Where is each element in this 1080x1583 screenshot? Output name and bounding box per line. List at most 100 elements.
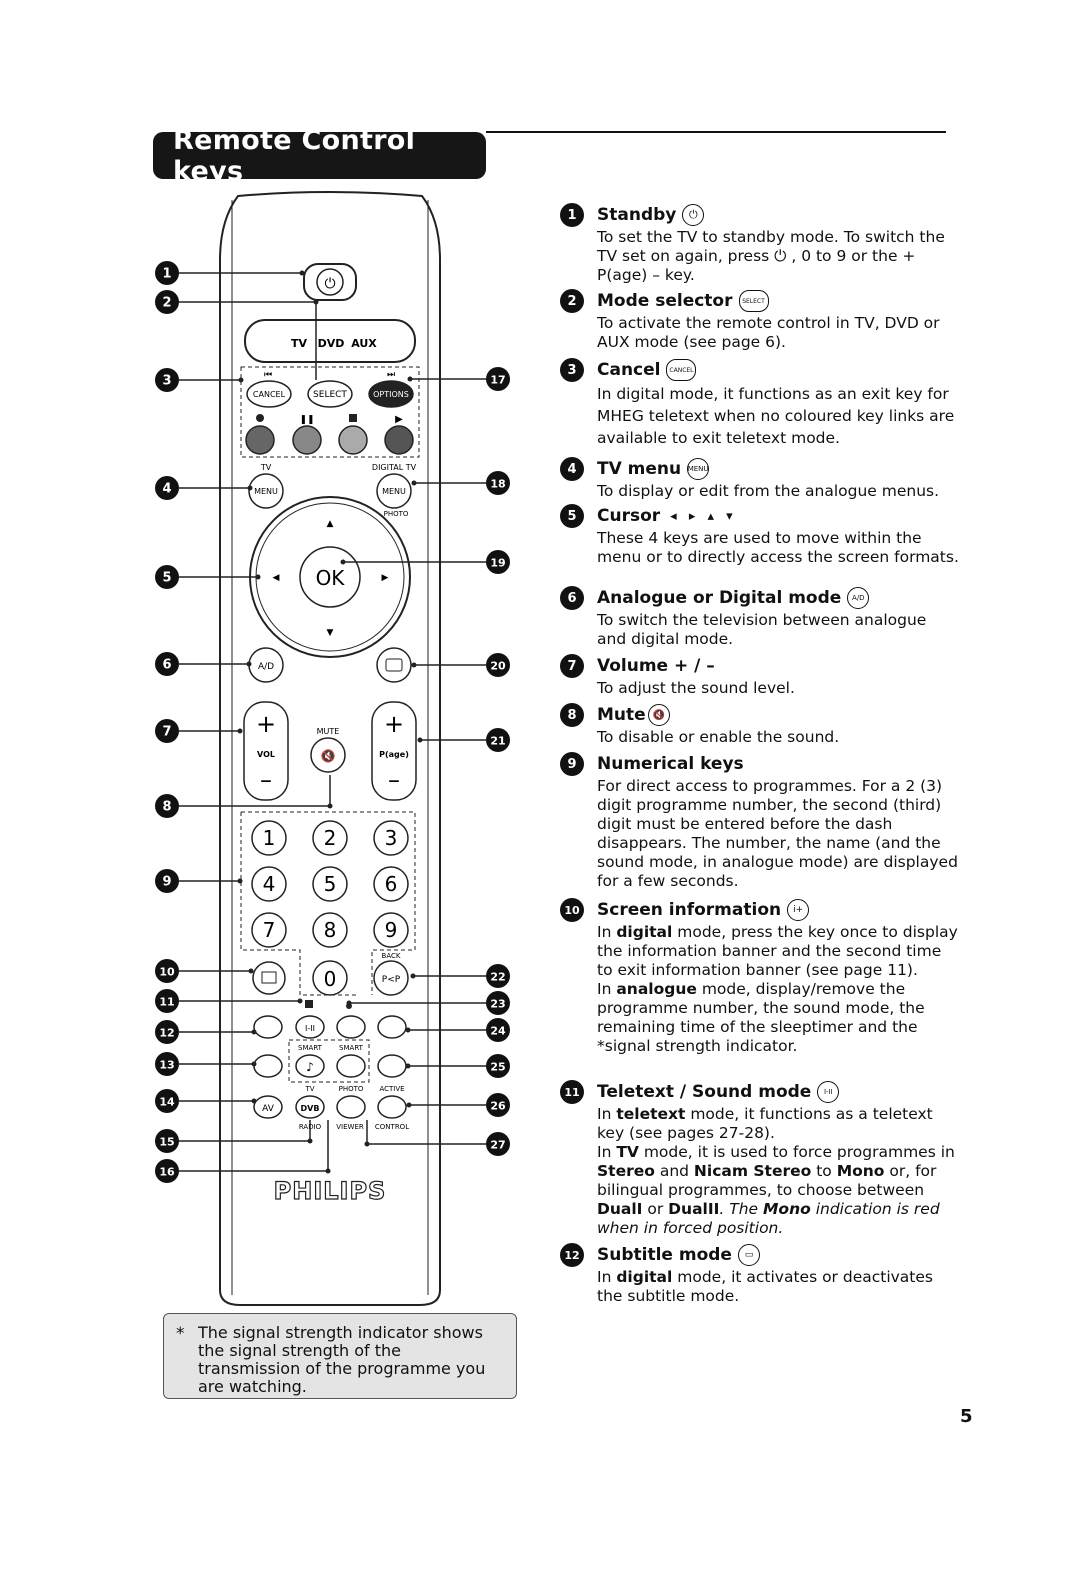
callout-21-badge	[486, 728, 510, 752]
digit-0-label: 0	[324, 967, 337, 991]
callout-dot	[246, 661, 252, 667]
svg-text:–: –	[388, 766, 400, 794]
page-number: 5	[960, 1406, 973, 1427]
blue-button	[384, 425, 414, 455]
ad-label: A/D	[258, 662, 274, 672]
entry-number: 5	[560, 504, 584, 528]
callout-27-label: 27	[490, 1139, 505, 1152]
callout-23-label: 23	[490, 998, 505, 1011]
callout-dot	[299, 270, 305, 276]
footnote-text: The signal strength indicator shows the …	[198, 1323, 486, 1396]
ad-icon: A/D	[847, 587, 870, 609]
callout-6-badge	[155, 652, 179, 676]
entry-number: 10	[560, 898, 584, 922]
callout-4-badge	[155, 476, 179, 500]
power-icon: ⏻	[324, 276, 335, 292]
mute-button	[310, 737, 346, 773]
tv-radio-label: TV	[304, 1085, 314, 1093]
callout-16-badge	[155, 1159, 179, 1183]
teletext-button	[336, 1015, 366, 1039]
entry-body: In digital mode, press the key once to d…	[597, 923, 958, 1055]
digit-1-label: 1	[263, 826, 276, 850]
smart-sound-label: SMART	[298, 1044, 323, 1052]
mode-aux-label: AUX	[351, 337, 377, 350]
mode-dvd-label: DVD	[318, 337, 345, 350]
callout-dot	[406, 1102, 412, 1108]
svg-text:+: +	[256, 710, 276, 738]
mute-icon: 🔇	[647, 704, 670, 726]
callout-14-badge	[155, 1089, 179, 1113]
cancel-button	[246, 380, 292, 408]
smart-sound-button	[295, 1054, 325, 1078]
info-button	[252, 961, 286, 995]
callout-18-badge	[486, 471, 510, 495]
entry-title: Cursor	[597, 506, 661, 526]
callout-5-label: 5	[162, 571, 171, 586]
yellow-button	[338, 425, 368, 455]
callout-3-label: 3	[162, 374, 171, 389]
entry-number: 7	[560, 654, 584, 678]
callout-25-label: 25	[490, 1061, 505, 1074]
callout-7-label: 7	[162, 725, 171, 740]
digit-5-button	[312, 866, 348, 902]
callout-23-badge	[486, 991, 510, 1015]
viewer-label: VIEWER	[336, 1123, 364, 1131]
callout-12-label: 12	[159, 1027, 174, 1040]
callout-8-label: 8	[162, 800, 171, 815]
entry-body: To set the TV to standby mode. To switch…	[597, 228, 945, 284]
callout-1-label: 1	[162, 267, 171, 282]
tv-menu-label: MENU	[254, 487, 278, 496]
page-rocker	[371, 701, 417, 801]
entry-number: 6	[560, 586, 584, 610]
svg-text:🔇: 🔇	[321, 749, 336, 763]
entry-body: In teletext mode, it functions as a tele…	[597, 1105, 955, 1237]
standby-icon: ⏻	[682, 204, 705, 226]
callout-18-label: 18	[490, 478, 505, 491]
digit-4-button	[251, 866, 287, 902]
svg-text:▶: ▶	[395, 414, 403, 425]
callout-19-label: 19	[490, 557, 505, 570]
digit-6-label: 6	[385, 872, 398, 896]
callout-22-badge	[486, 964, 510, 988]
callout-26-badge	[486, 1093, 510, 1117]
callout-8-badge	[155, 794, 179, 818]
mode-selector-bar	[244, 319, 416, 363]
camera-button	[336, 1095, 366, 1119]
callout-3-badge	[155, 368, 179, 392]
entry-title: Volume + / –	[597, 656, 715, 676]
av-button	[253, 1095, 283, 1119]
callout-7-badge	[155, 719, 179, 743]
digit-9-label: 9	[385, 918, 398, 942]
entry-title: Subtitle mode	[597, 1245, 732, 1265]
digit-1-button	[251, 820, 287, 856]
svg-text:+: +	[384, 710, 404, 738]
digit-6-button	[373, 866, 409, 902]
back-label: BACK	[382, 952, 401, 960]
digit-7-label: 7	[263, 918, 276, 942]
red-button	[245, 425, 275, 455]
entry-number: 2	[560, 289, 584, 313]
callout-dot	[238, 377, 244, 383]
callout-2-label: 2	[162, 296, 171, 311]
svg-text:▶: ▶	[382, 573, 389, 583]
control-button	[377, 1095, 407, 1119]
callout-dot	[237, 728, 243, 734]
entry-title: Mute	[597, 705, 646, 725]
digital-menu-button	[376, 473, 412, 509]
svg-text:I-II: I-II	[305, 1024, 315, 1033]
digit-5-label: 5	[324, 872, 337, 896]
callout-17-label: 17	[490, 374, 505, 387]
callout-10-label: 10	[159, 966, 175, 979]
entry-title: Screen information	[597, 900, 782, 920]
callout-13-label: 13	[159, 1059, 174, 1072]
callout-9-badge	[155, 869, 179, 893]
entry-title: Teletext / Sound mode	[597, 1082, 812, 1102]
entry-body: To disable or enable the sound.	[597, 728, 840, 746]
volume-rocker	[243, 701, 289, 801]
